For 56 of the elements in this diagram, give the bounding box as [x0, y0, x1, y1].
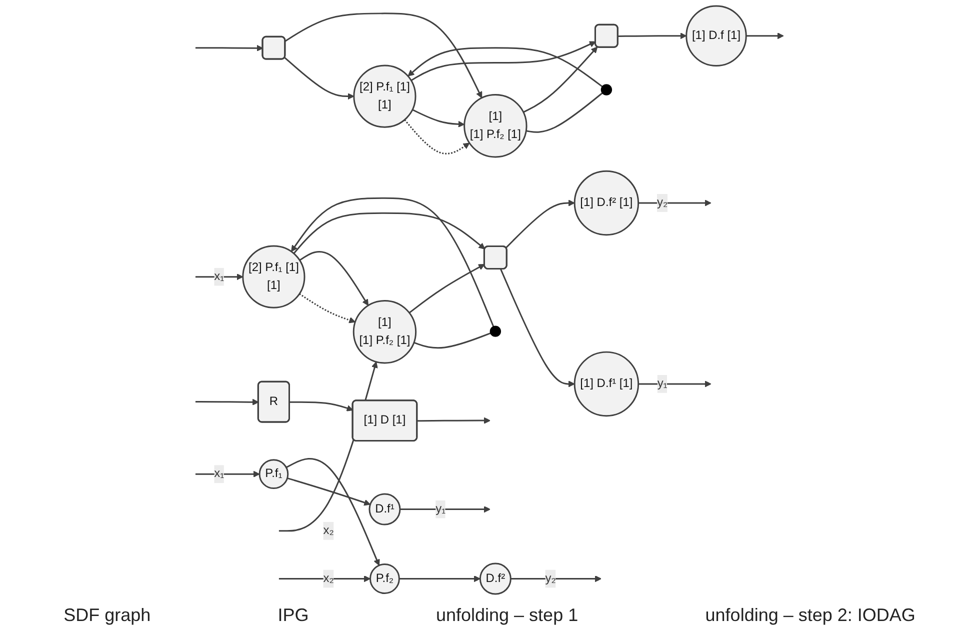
arrow: [410, 41, 596, 82]
arrow: [404, 119, 470, 154]
arrow: [417, 417, 490, 424]
edge-label: y₁: [436, 502, 446, 516]
node-circle: [1] D.f¹ [1]: [574, 351, 640, 417]
node-circle: P.f₂: [369, 564, 400, 594]
connector: [414, 332, 491, 349]
node-circle: [1] [1] P.f₂ [1]: [352, 300, 417, 364]
arrow: [408, 264, 485, 314]
arrow: [278, 575, 371, 582]
arrow: [618, 32, 687, 40]
node-circle: [1] D.f² [1]: [574, 170, 640, 236]
arrow: [399, 575, 480, 582]
arrow: [523, 46, 598, 113]
panel-caption: IPG: [278, 605, 309, 626]
arrow: [638, 200, 712, 206]
node-circle: [2] P.f₁ [1] [1]: [353, 64, 416, 128]
arrow: [400, 506, 490, 513]
arrow: [284, 57, 354, 100]
node-circle: [1] D.f [1]: [686, 5, 747, 66]
arrow: [286, 458, 380, 566]
arrow: [299, 251, 369, 306]
arrow: [746, 32, 784, 40]
arrow: [195, 44, 264, 52]
arrow: [500, 268, 575, 388]
panel-caption: unfolding – step 1: [436, 605, 578, 626]
arrow: [195, 398, 259, 406]
arrow: [284, 12, 482, 98]
arrow: [408, 47, 603, 88]
node-circle: D.f¹: [368, 493, 401, 526]
node-circle: [1] [1] P.f₂ [1]: [464, 94, 528, 158]
arrow: [412, 109, 465, 128]
edge-label: x₂: [323, 524, 334, 537]
arrow: [298, 293, 356, 324]
arrow: [505, 200, 575, 248]
node-circle: [2] P.f₁ [1] [1]: [242, 245, 306, 308]
node-circle: D.f²: [479, 562, 512, 595]
arrow: [510, 575, 602, 582]
edge-label: y₂: [545, 572, 556, 585]
edge-label: y₂: [657, 196, 668, 209]
arrow: [287, 477, 371, 506]
node-circle: P.f₁: [258, 459, 289, 490]
arrow: [195, 470, 260, 478]
connector: [526, 92, 603, 133]
arrow: [638, 380, 712, 388]
edge-label: y₁: [657, 377, 668, 390]
edge-label: x₂: [323, 572, 334, 585]
arrow: [293, 212, 486, 254]
panel-caption: unfolding – step 2: IODAG: [705, 605, 916, 626]
panel-caption: SDF graph: [64, 605, 151, 626]
node-circle: [490, 326, 502, 337]
arrow: [291, 197, 494, 327]
edge-label: x₁: [214, 467, 224, 480]
node-circle: [600, 84, 612, 96]
edge-label: x₁: [214, 270, 224, 283]
arrow: [290, 401, 354, 412]
